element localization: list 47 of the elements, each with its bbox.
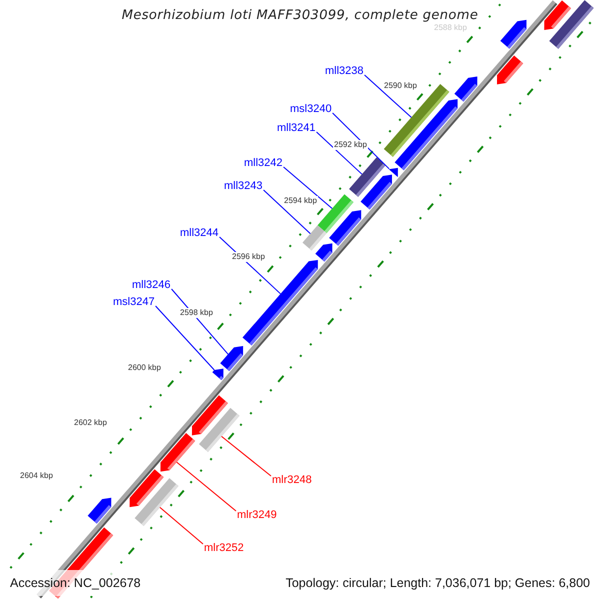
position-label: 2600 kbp [127, 363, 162, 373]
position-label: 2598 kbp [179, 308, 214, 318]
gene-feature [315, 243, 332, 262]
gene-feature [500, 20, 526, 49]
gene-label: msl3240 [290, 102, 332, 116]
gene-label: mll3238 [325, 64, 364, 78]
leader-line [176, 462, 236, 512]
category-bar [198, 408, 240, 452]
position-label: 2596 kbp [231, 252, 266, 262]
gene-feature [360, 174, 392, 210]
gene-label: mll3242 [244, 156, 283, 170]
gene-label: mll3244 [180, 226, 219, 240]
leader-line [263, 190, 311, 234]
gene-label: mll3243 [224, 179, 263, 193]
gene-label: mlr3248 [272, 473, 312, 487]
position-label: 2592 kbp [333, 140, 368, 150]
category-bar [134, 478, 178, 526]
position-label: 2590 kbp [383, 81, 418, 91]
gene-feature [220, 346, 244, 372]
position-label: 2604 kbp [19, 471, 54, 481]
leader-line [332, 112, 390, 170]
gene-feature [454, 76, 478, 102]
map-title: Mesorhizobium loti MAFF303099, complete genome [122, 8, 478, 23]
position-label: 2594 kbp [283, 196, 318, 206]
gene-label: msl3247 [113, 295, 155, 309]
gene-feature [88, 498, 112, 524]
gene-label: mll3241 [277, 121, 316, 135]
genome-summary-text: Topology: circular; Length: 7,036,071 bp; Genes: 6,800 [286, 576, 590, 590]
leader-line [221, 436, 272, 476]
gene-feature [160, 432, 196, 472]
gene-label: mll3246 [132, 278, 171, 292]
category-bar [302, 225, 327, 250]
gene-label: mlr3249 [237, 508, 277, 522]
gene-feature [329, 210, 362, 246]
accession-text: Accession: NC_002678 [10, 576, 141, 590]
leader-line [171, 288, 229, 355]
gene-feature [394, 99, 458, 170]
position-label: 2602 kbp [73, 418, 108, 428]
leader-line [159, 506, 204, 544]
gene-feature [496, 55, 524, 84]
category-bar [549, 0, 594, 49]
leader-line [283, 166, 333, 209]
gene-feature [242, 260, 318, 346]
gene-label: mlr3252 [204, 541, 244, 555]
gene-feature [212, 368, 224, 380]
gene-feature [388, 168, 398, 178]
leader-line [155, 306, 215, 371]
